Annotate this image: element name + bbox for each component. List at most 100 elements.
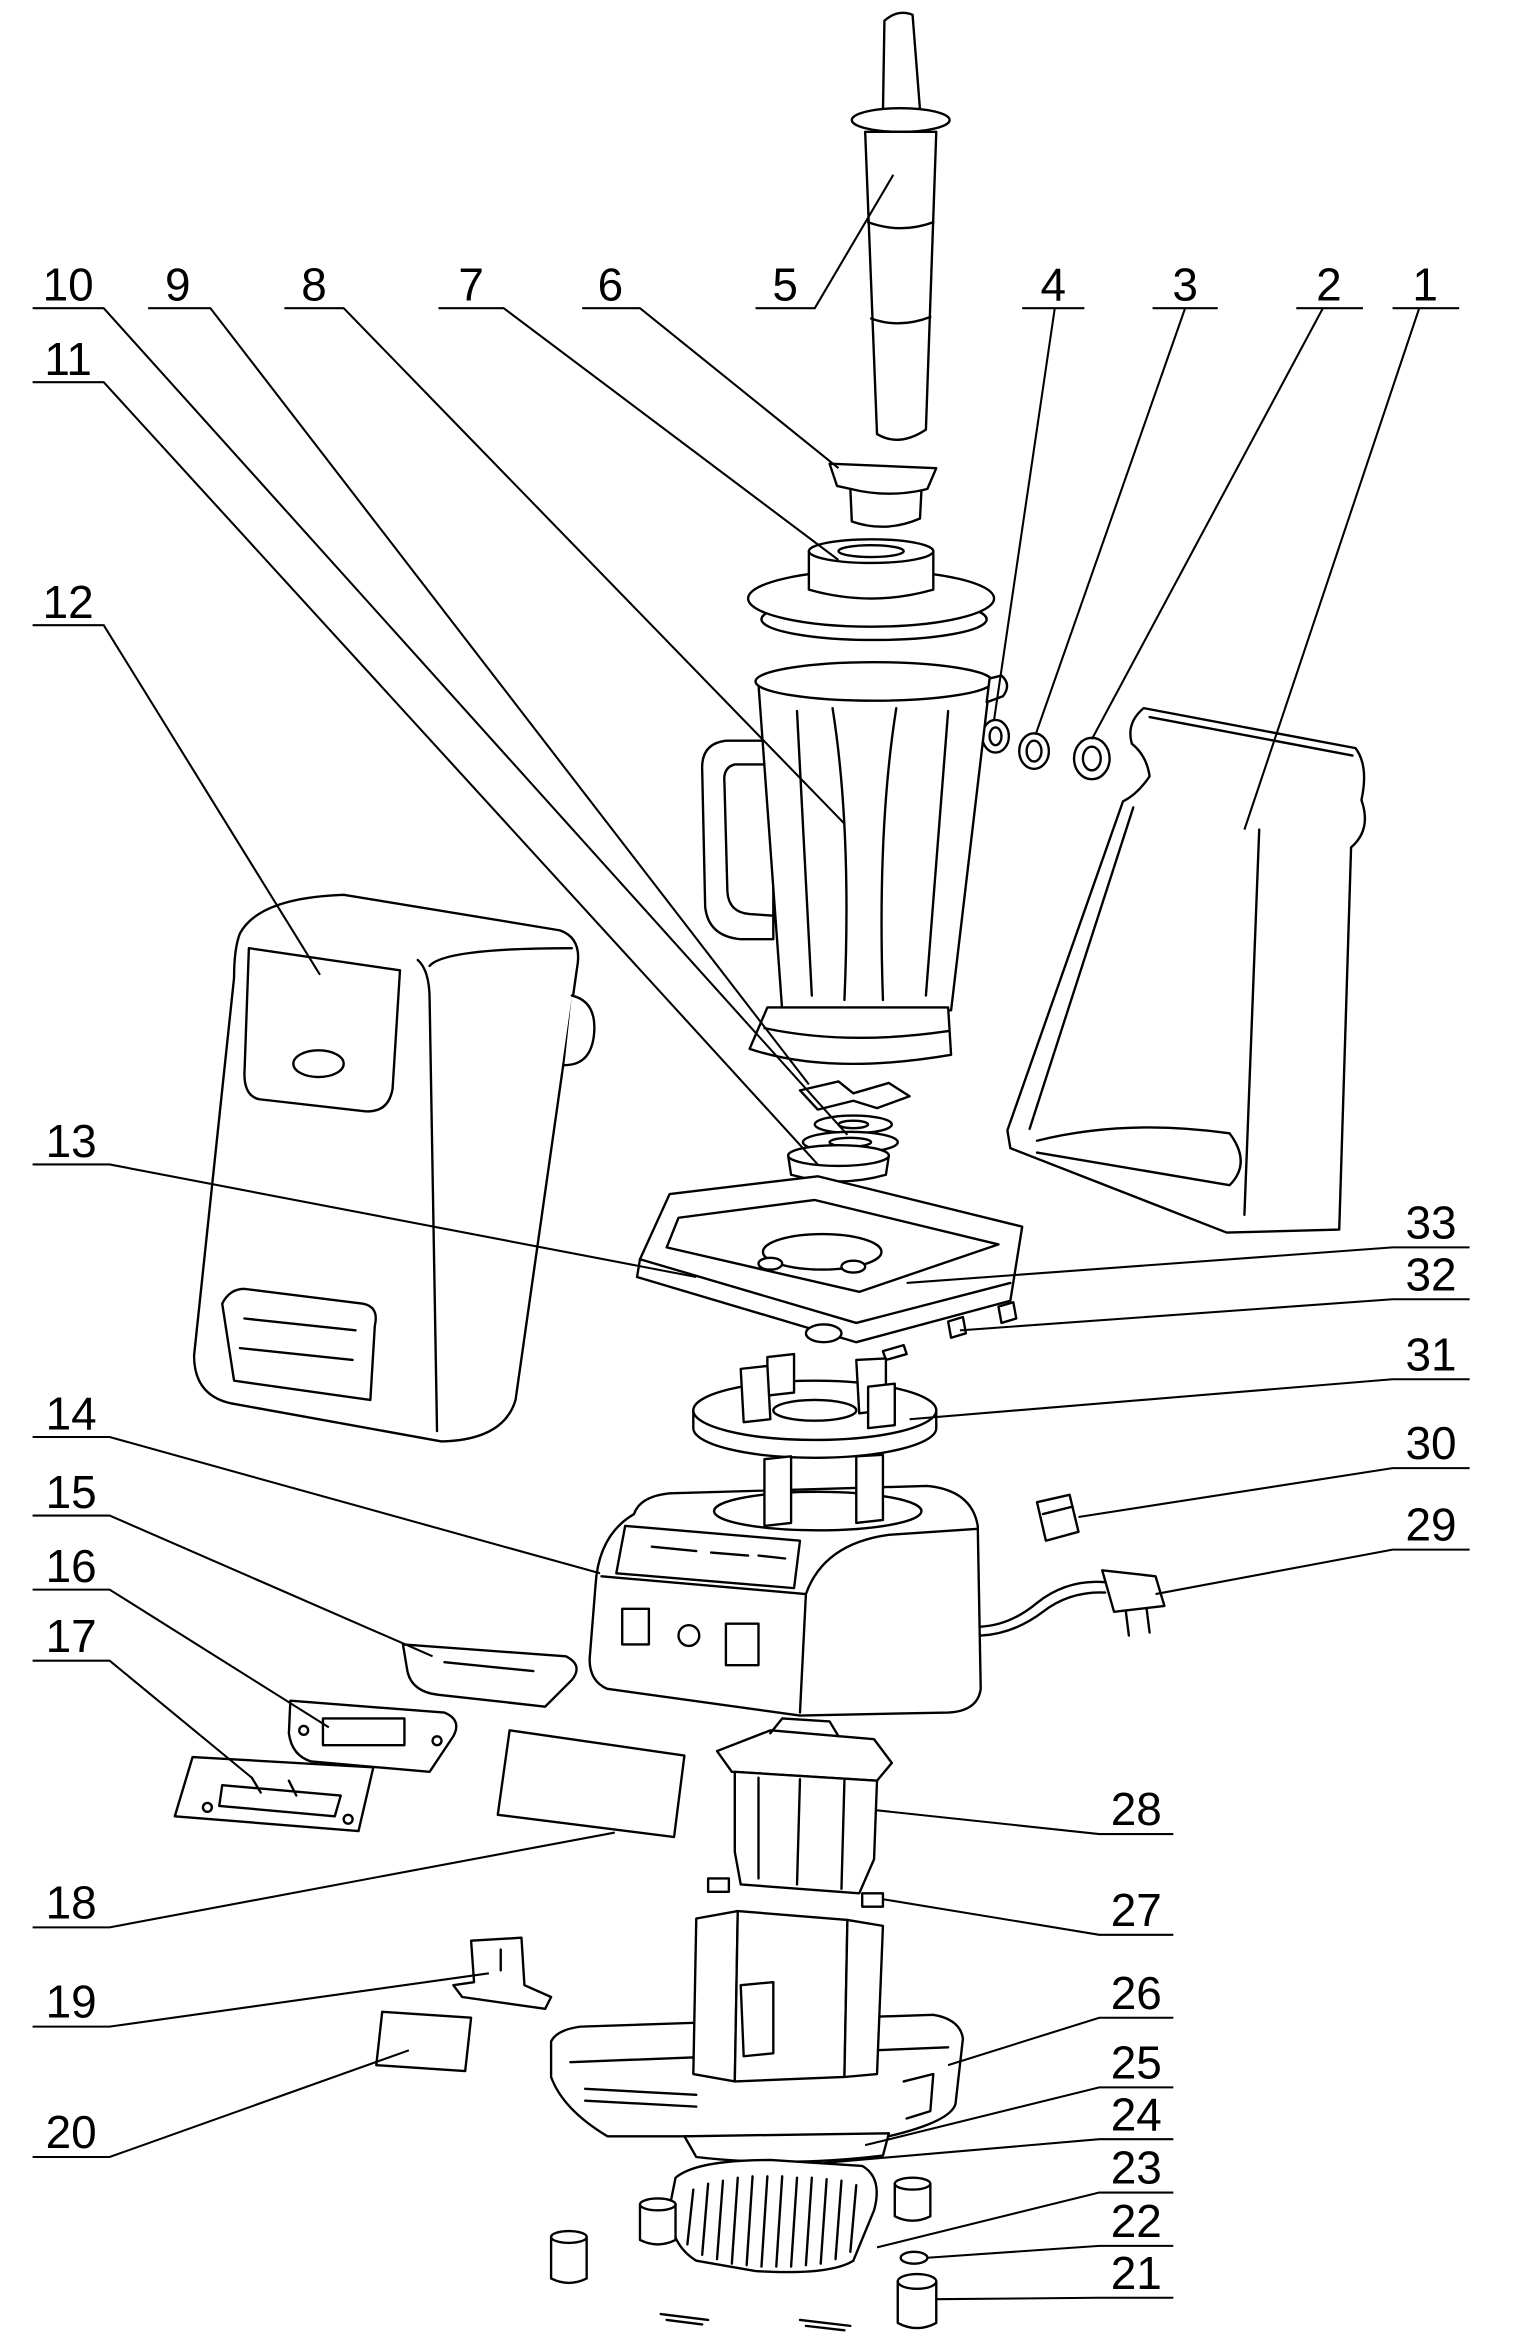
part-enclosure-cover: [192, 893, 596, 1443]
control-board-hole-b: [431, 1735, 443, 1747]
part-label-plate: [496, 1729, 686, 1839]
plug-prongs: [1124, 1607, 1151, 1637]
callout-number-1: 1: [1412, 259, 1438, 311]
jar-handle-inner: [723, 763, 774, 917]
jar-base-line: [763, 1026, 950, 1039]
callout-number-21: 21: [1111, 2247, 1162, 2299]
part-ring-large: [1072, 736, 1111, 781]
jar-base: [748, 1006, 953, 1066]
housing-edges: [600, 1527, 979, 1714]
jar-body: [757, 683, 991, 1012]
part-ring-medium: [1018, 732, 1051, 771]
callout-number-6: 6: [598, 259, 624, 311]
switch-body: [1035, 1493, 1080, 1542]
jar-pad-boss-left: [757, 1256, 784, 1271]
jar-pad-plug: [804, 1323, 843, 1344]
leader-line-23: [876, 2191, 1174, 2249]
motor-mount-left-column: [692, 1909, 739, 2083]
leader-line-30: [1078, 1467, 1470, 1519]
callout-number-5: 5: [772, 259, 798, 311]
foot-a-body: [549, 2235, 588, 2285]
motor-mount-right-column: [843, 1918, 885, 2079]
callout-number-26: 26: [1111, 1967, 1162, 2019]
part-motor-mount: [692, 1877, 885, 2083]
panel-film-outline: [401, 1643, 578, 1708]
part-bottom-plate: [683, 2132, 891, 2163]
jar-pad-inner: [638, 1198, 1012, 1325]
callout-number-10: 10: [43, 259, 94, 311]
leader-line-18: [32, 1831, 615, 1929]
part-blade: [798, 1080, 911, 1111]
leader-line-14: [32, 1435, 601, 1575]
spindle-right: [855, 1453, 885, 1525]
callout-number-22: 22: [1111, 2195, 1162, 2247]
fan-blades: [686, 2175, 858, 2268]
part-motor: [715, 1717, 894, 1895]
leader-line-19: [32, 1972, 490, 2028]
part-coupler-plate: [692, 1352, 938, 1459]
part-clip: [881, 1301, 1018, 1362]
callout-number-32: 32: [1406, 1248, 1457, 1300]
ring-large-inner: [1081, 745, 1102, 772]
part-blade-washer: [813, 1114, 894, 1135]
spindle-left: [763, 1455, 793, 1528]
callout-number-29: 29: [1406, 1499, 1457, 1551]
display-board-hole-a: [201, 1801, 214, 1814]
leader-line-32: [959, 1298, 1470, 1332]
clip-b: [997, 1301, 1018, 1325]
jar-pad-center: [761, 1232, 883, 1271]
cover-ear: [563, 994, 596, 1067]
part-rubber-foot: [549, 2176, 938, 2330]
leader-line-5: [755, 174, 895, 310]
callout-number-8: 8: [301, 259, 327, 311]
part-drive-spindles: [763, 1453, 885, 1528]
leader-line-6: [582, 307, 840, 469]
foot-d-top: [896, 2272, 938, 2291]
coupler-peg-c: [739, 1364, 772, 1424]
part-vent-cover: [668, 2158, 878, 2274]
callout-labels: 1 2 3 4 5 6 7 8 9 10 11 12 13 14 15 16 1…: [43, 259, 1457, 2299]
callout-number-15: 15: [46, 1466, 97, 1518]
part-jar: [701, 661, 1009, 1066]
part-ring-small: [981, 718, 1011, 754]
callout-number-4: 4: [1041, 259, 1067, 311]
enclosure-back-floor: [1035, 1126, 1242, 1187]
leader-line-9: [148, 307, 810, 1086]
callout-number-30: 30: [1406, 1417, 1457, 1469]
motor-mount-tab-left: [706, 1877, 731, 1894]
part-blade-nut: [786, 1143, 891, 1183]
lid-cap-outline: [828, 462, 938, 528]
leader-line-25: [864, 2086, 1174, 2147]
callout-number-12: 12: [43, 576, 94, 628]
enclosure-back-edges: [1028, 715, 1354, 1216]
switch-detail: [1041, 1505, 1074, 1516]
callout-number-23: 23: [1111, 2142, 1162, 2194]
foot-c-body: [893, 2182, 932, 2222]
part-control-board: [287, 1699, 458, 1774]
part-cord-clamp: [452, 1936, 553, 2011]
housing-button-left: [621, 1607, 651, 1646]
clip-a: [946, 1315, 968, 1339]
foot-c-top: [893, 2176, 932, 2191]
part-fan: [686, 2175, 858, 2268]
lid-cap-detail: [849, 487, 923, 495]
leader-lines: [32, 174, 1470, 2301]
part-rating-label: [375, 2010, 473, 2073]
leader-line-20: [32, 2049, 410, 2159]
bottom-plate-outline: [683, 2132, 891, 2163]
callout-number-3: 3: [1172, 259, 1198, 311]
leader-line-2: [1090, 307, 1363, 740]
part-control-panel-film: [401, 1643, 578, 1708]
callout-number-25: 25: [1111, 2036, 1162, 2088]
part-foot-washer: [899, 2250, 929, 2265]
foot-washer-ring: [899, 2250, 929, 2265]
cover-button: [292, 1049, 345, 1079]
callout-number-16: 16: [46, 1540, 97, 1592]
leader-line-22: [927, 2244, 1174, 2259]
callout-number-28: 28: [1111, 1783, 1162, 1835]
leader-line-33: [906, 1246, 1470, 1284]
jar-pad-outline: [635, 1175, 1024, 1344]
leader-line-13: [32, 1163, 697, 1279]
part-screws: [659, 2312, 852, 2332]
lid-opening: [837, 543, 905, 559]
